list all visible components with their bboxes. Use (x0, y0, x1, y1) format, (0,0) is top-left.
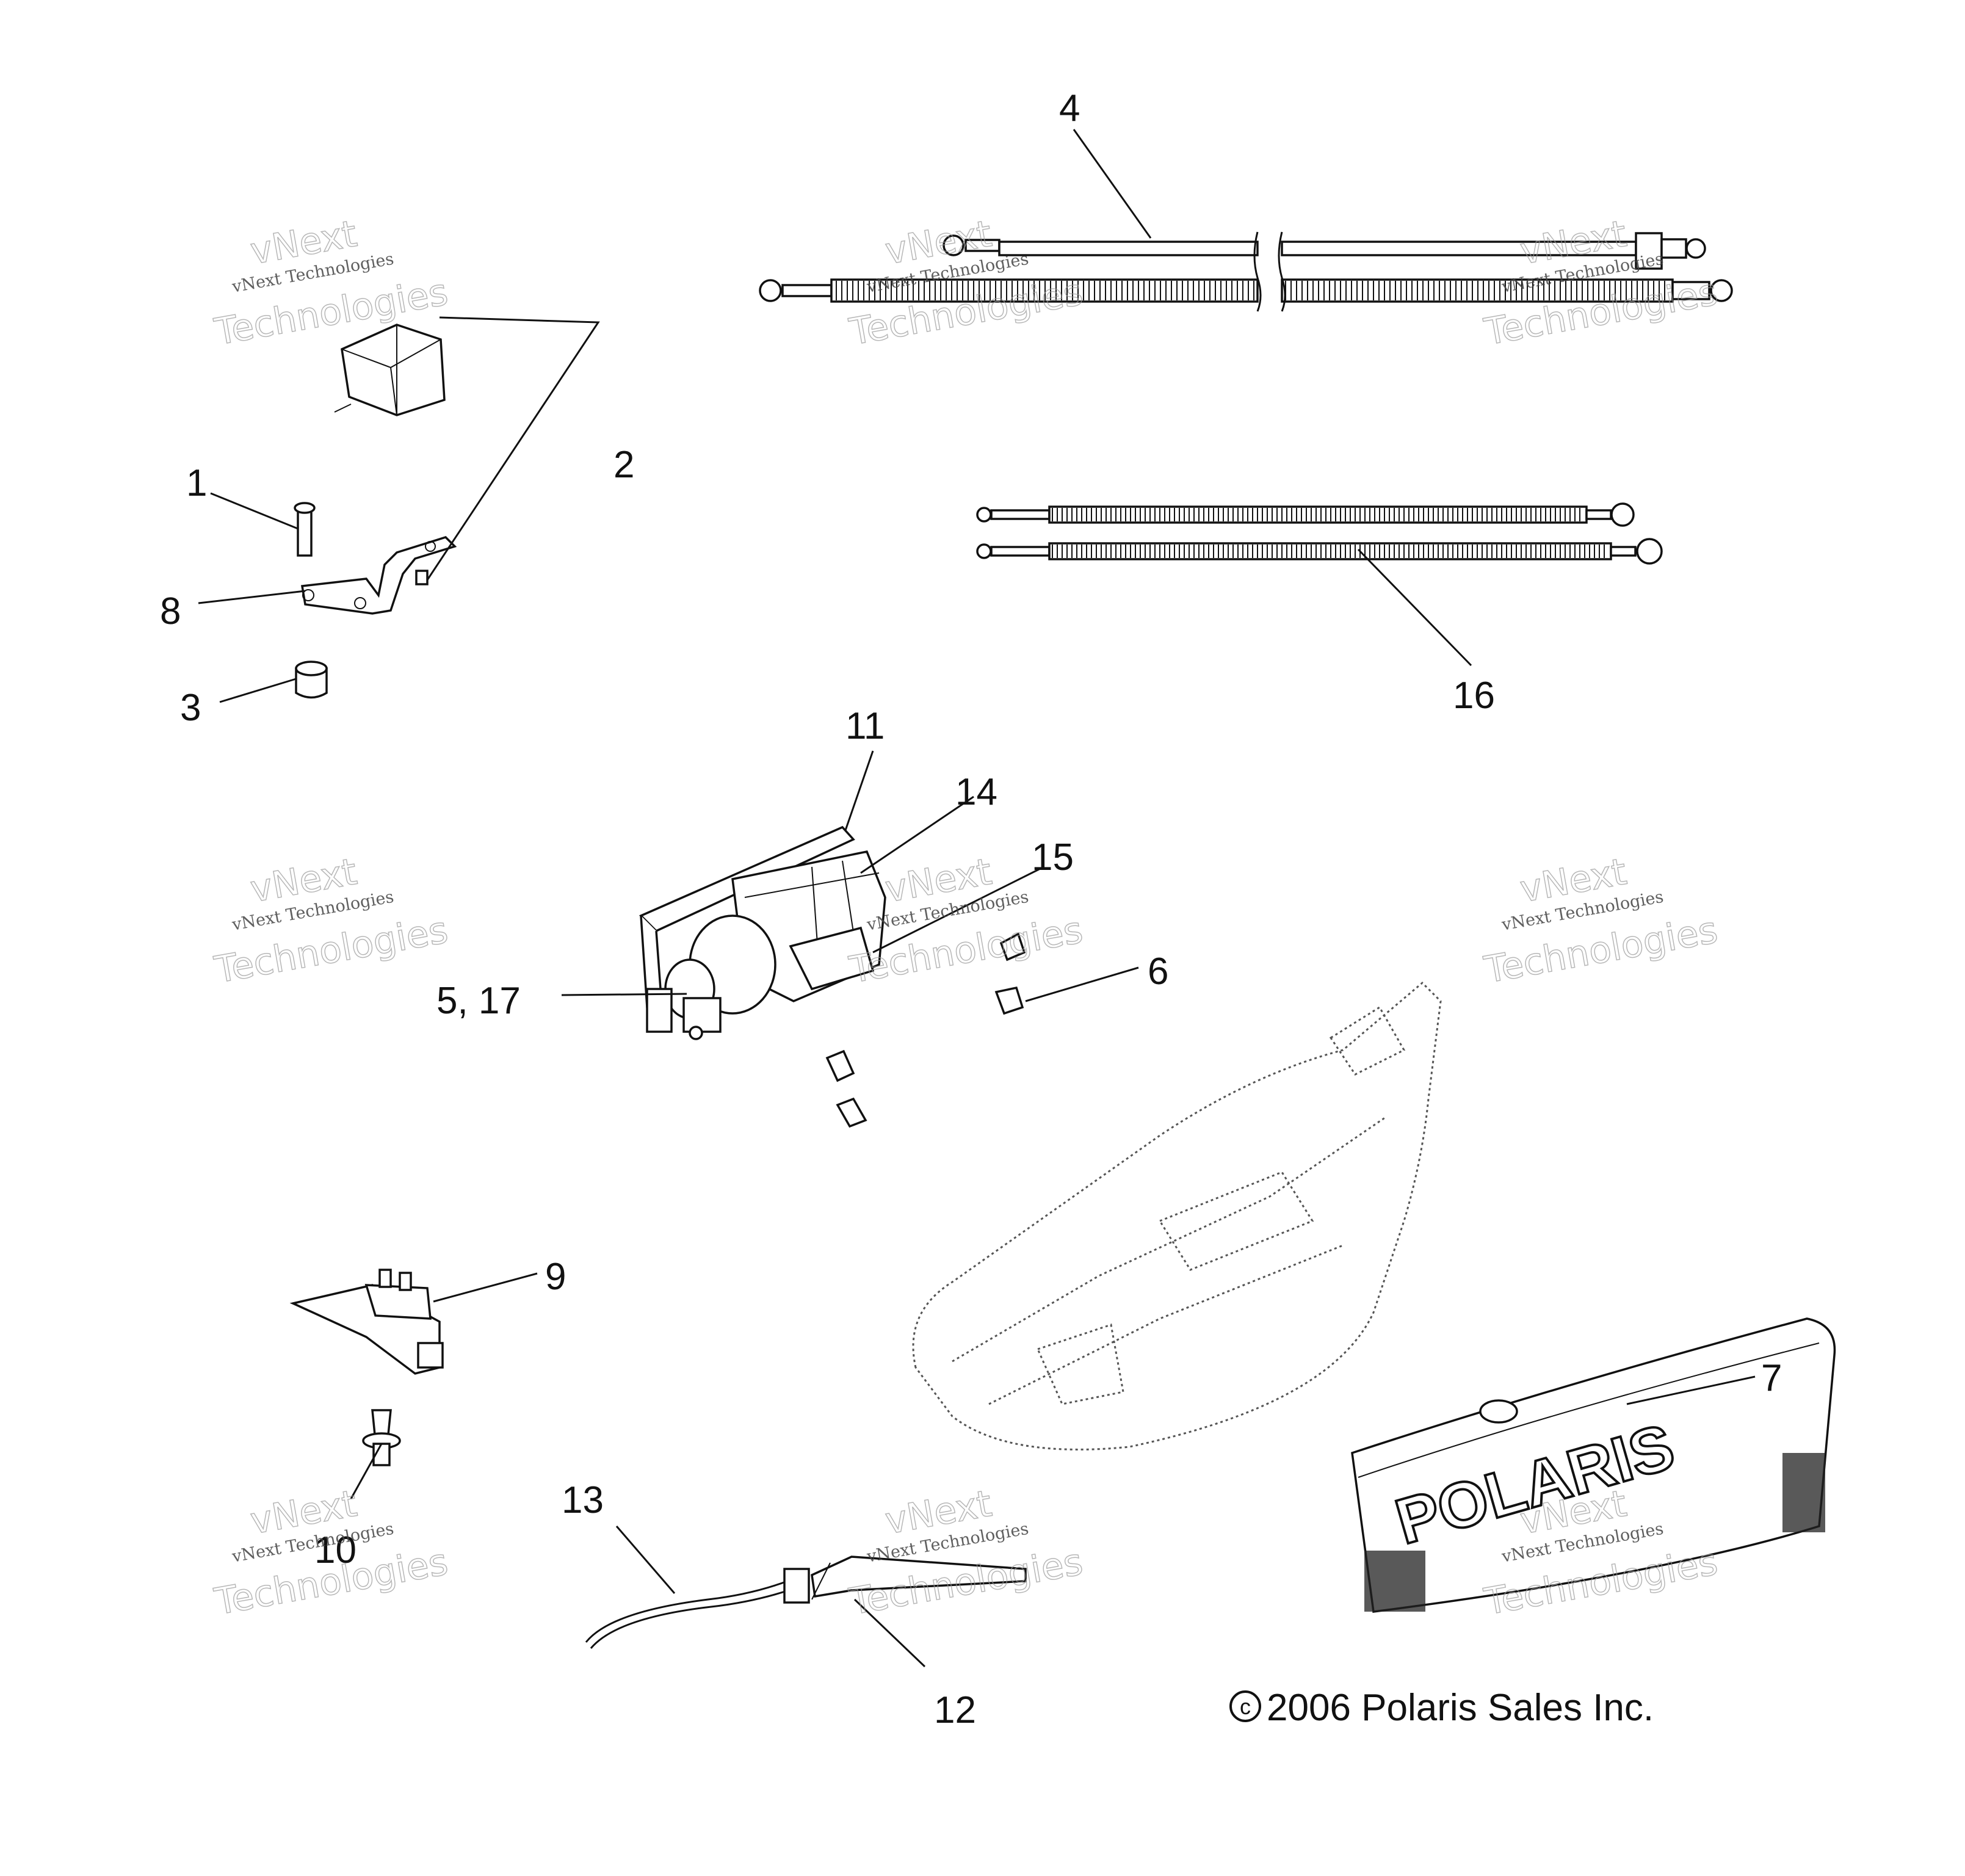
callout-8: 8 (160, 590, 181, 632)
copyright-text: 2006 Polaris Sales Inc. (1267, 1687, 1654, 1729)
leader-lines (198, 129, 1756, 1668)
callout-11: 11 (845, 705, 885, 747)
callout-3: 3 (180, 687, 201, 729)
spacer-part (295, 661, 328, 699)
copyright: c 2006 Polaris Sales Inc. (1229, 1687, 1654, 1729)
callout-numbers: 1 2 3 4 5, 17 6 7 8 9 10 11 12 13 14 15 … (160, 87, 1782, 1731)
callout-16: 16 (1453, 675, 1495, 717)
bolt-part (294, 502, 316, 557)
screws-part (825, 932, 1026, 1128)
callout-2: 2 (613, 444, 634, 486)
callout-9: 9 (545, 1256, 566, 1298)
callout-4: 4 (1059, 87, 1080, 129)
copyright-circle-icon (1229, 1690, 1261, 1722)
callout-6: 6 (1148, 951, 1168, 993)
nut-part (415, 570, 429, 585)
callout-5-17: 5, 17 (436, 980, 521, 1022)
switch-part (289, 1269, 444, 1375)
bumper-outline (912, 981, 1442, 1450)
callout-10: 10 (314, 1529, 356, 1571)
callout-1: 1 (186, 462, 207, 504)
callout-14: 14 (955, 771, 997, 813)
callout-7: 7 (1761, 1357, 1782, 1399)
cable-part-16 (976, 502, 1663, 565)
copyright-symbol: c (1240, 1694, 1251, 1719)
rivet-part (362, 1409, 401, 1466)
bracket-part (300, 536, 457, 615)
callout-15: 15 (1032, 836, 1074, 878)
wire-part (585, 1555, 1027, 1649)
callout-12: 12 (934, 1689, 976, 1731)
callout-13: 13 (562, 1479, 604, 1521)
motor-assembly (639, 825, 886, 1040)
cable-part-4 (759, 231, 1733, 312)
panel-part: POLARIS (1351, 1317, 1836, 1613)
relay-part (334, 324, 446, 416)
